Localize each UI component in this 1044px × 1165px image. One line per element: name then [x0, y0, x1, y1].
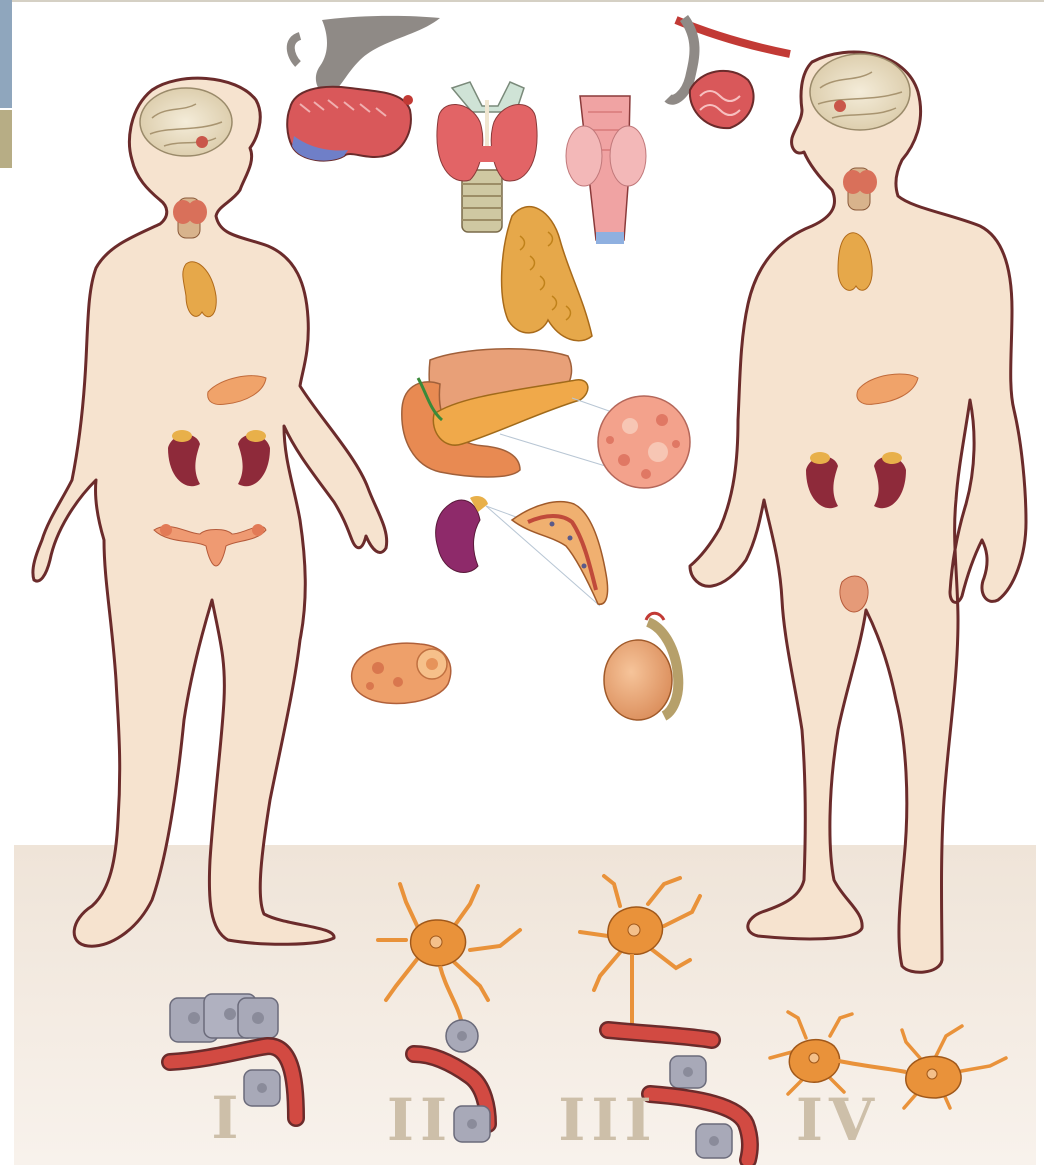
male-right-adrenal: [882, 452, 902, 464]
male-figure: [690, 52, 1026, 972]
panel-label-i: I: [211, 1084, 244, 1152]
male-left-adrenal: [810, 452, 830, 464]
female-figure: [33, 78, 387, 946]
female-left-adrenal: [172, 430, 192, 442]
male-pituitary: [834, 100, 846, 112]
corner-accent-blue: [0, 0, 12, 108]
thyroid-detail-rear: [566, 96, 646, 244]
floor-band: [14, 845, 1036, 1165]
male-testes: [840, 576, 868, 612]
panel-label-iv: IV: [796, 1086, 880, 1154]
panel-label-iii: III: [558, 1086, 657, 1154]
corner-accent-gold: [0, 110, 12, 168]
male-thyroid-right-lobe: [857, 170, 877, 194]
islet-detail: [598, 396, 690, 488]
adrenal-detail: [436, 496, 608, 606]
female-right-adrenal: [246, 430, 266, 442]
male-brain: [810, 54, 910, 130]
testis-detail: [604, 613, 678, 720]
female-pituitary: [196, 136, 208, 148]
female-body-outline: [33, 78, 387, 946]
hypothalamus-detail: [668, 18, 790, 128]
female-thyroid-right-lobe: [187, 200, 207, 224]
panel-label-ii: II: [387, 1086, 453, 1154]
pituitary-detail: [287, 16, 440, 161]
female-right-ovary: [252, 524, 264, 536]
thymus-detail: [502, 207, 592, 341]
female-brain: [140, 88, 232, 156]
female-left-ovary: [160, 524, 172, 536]
pancreas-detail: [402, 349, 612, 477]
ovary-detail: [352, 643, 451, 703]
